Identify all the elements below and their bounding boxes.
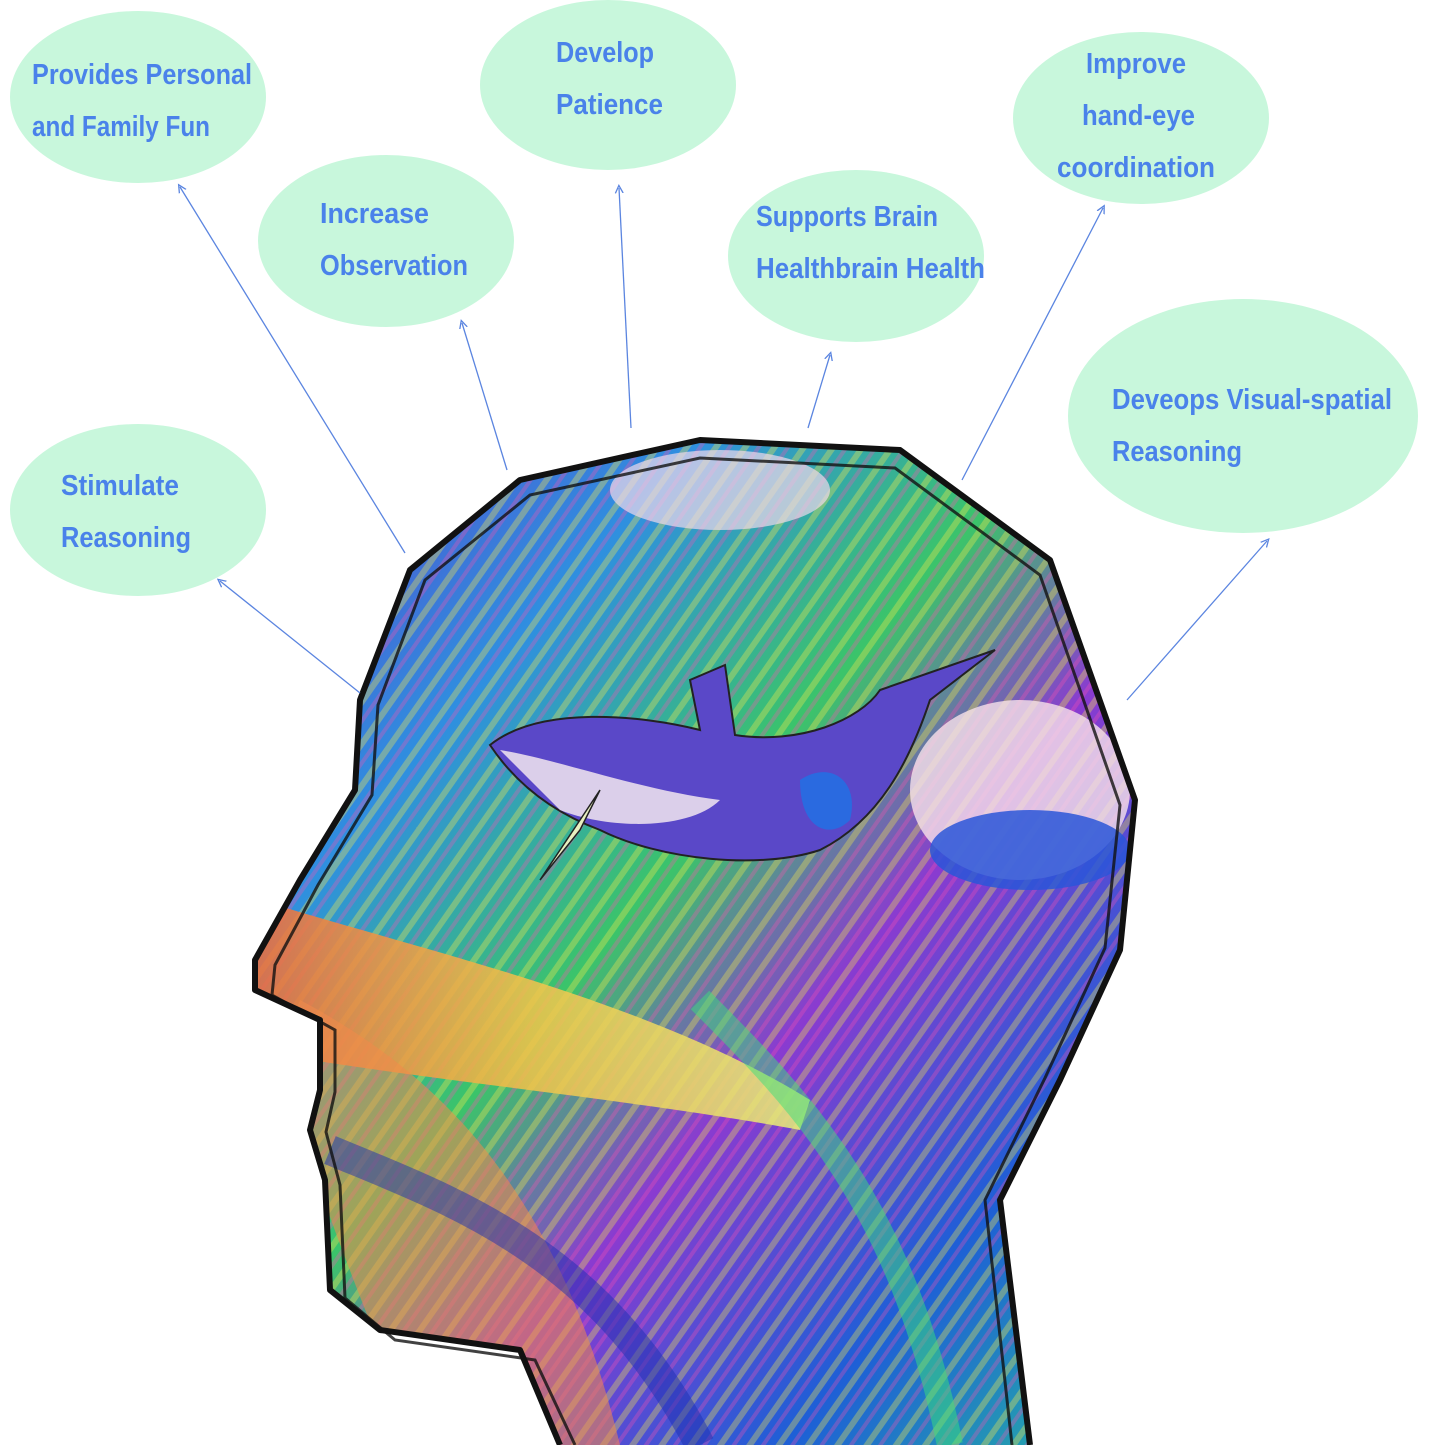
benefit-text: hand-eye: [1082, 100, 1195, 132]
benefit-stimulate-reasoning: Stimulate Reasoning: [10, 424, 266, 596]
head-outline: [252, 437, 1138, 1445]
benefit-text: Increase: [320, 198, 429, 230]
benefit-text: Patience: [556, 89, 663, 121]
benefit-personal-family-fun: Provides Personal and Family Fun: [10, 11, 266, 183]
benefit-supports-brain-health: Supports Brain Healthbrain Health: [728, 170, 985, 342]
benefit-text: Reasoning: [61, 522, 191, 554]
connectors: [180, 187, 1267, 701]
benefit-text: Reasoning: [1112, 436, 1242, 468]
face-band: [255, 900, 810, 1130]
benefit-text: Improve: [1086, 48, 1186, 80]
benefit-text: coordination: [1057, 152, 1215, 184]
benefit-text: Provides Personal: [32, 59, 252, 91]
benefit-text: Develop: [556, 37, 654, 69]
benefit-develop-patience: Develop Patience: [480, 0, 736, 170]
benefit-visual-spatial-reasoning: Deveops Visual-spatial Reasoning: [1068, 299, 1418, 533]
benefit-text: Stimulate: [61, 470, 179, 502]
benefit-text: Observation: [320, 250, 468, 282]
benefit-text: and Family Fun: [32, 111, 210, 143]
benefit-text: Healthbrain Health: [756, 253, 985, 285]
benefit-text: Deveops Visual-spatial: [1112, 384, 1392, 416]
benefit-hand-eye-coordination: Improve hand-eye coordination: [1013, 32, 1269, 204]
benefit-text: Supports Brain: [756, 201, 938, 233]
benefit-increase-observation: Increase Observation: [258, 155, 514, 327]
whale-illustration: [488, 649, 996, 881]
